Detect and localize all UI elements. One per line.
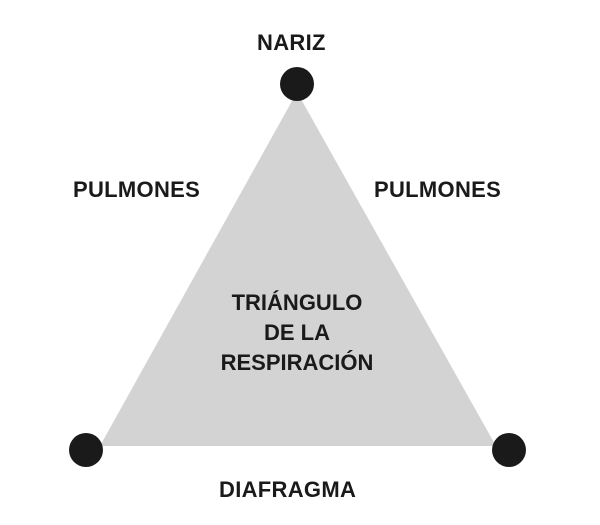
node-bottom-left [69,433,103,467]
center-title: TRIÁNGULO DE LA RESPIRACIÓN [197,288,397,378]
node-bottom-right [492,433,526,467]
node-top [280,67,314,101]
center-title-line: RESPIRACIÓN [220,350,374,375]
center-title-line: TRIÁNGULO [231,290,363,315]
label-lungs-right: PULMONES [374,177,502,202]
label-nose: NARIZ [257,30,326,55]
label-lungs-left: PULMONES [73,177,201,202]
triangle [100,92,496,446]
center-title-line: DE LA [264,320,330,345]
label-diaphragm: DIAFRAGMA [219,477,357,502]
